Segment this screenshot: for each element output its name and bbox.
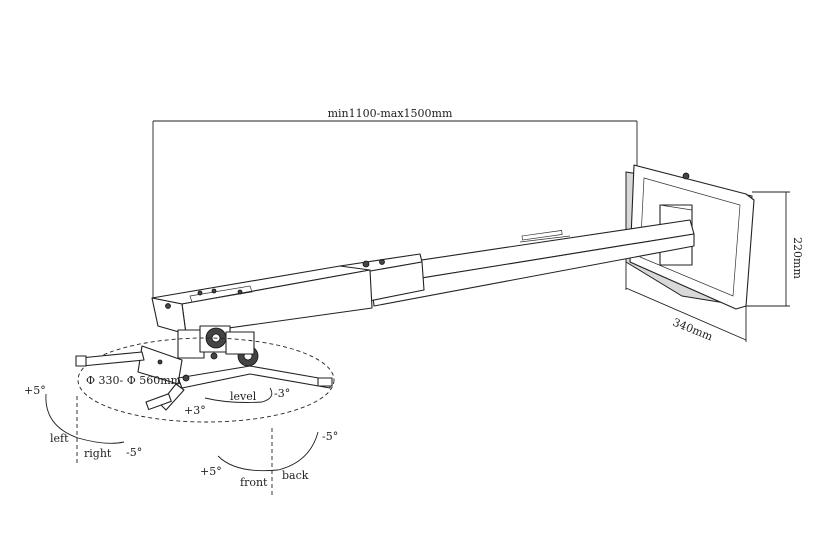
length-label: min1100-max1500mm (328, 107, 453, 120)
right-label: right (84, 447, 112, 460)
pivot-head (177, 325, 259, 367)
telescopic-arm (151, 219, 695, 335)
level-adjustment: level +3° -3° (184, 387, 290, 417)
mount-range-ellipse (77, 337, 335, 423)
back-label: back (282, 469, 309, 482)
front-back-plus-label: +5° (200, 465, 222, 478)
level-label: level (230, 390, 257, 403)
width-label: 340mm (671, 316, 715, 344)
left-right-minus-label: -5° (126, 446, 142, 459)
front-back-adjustment: +5° front back -5° (200, 428, 338, 496)
level-plus-label: +3° (184, 404, 206, 417)
front-back-minus-label: -5° (322, 430, 338, 443)
left-label: left (50, 432, 69, 445)
front-label: front (240, 476, 268, 489)
spider-mount (75, 337, 335, 423)
height-label: 220mm (791, 237, 804, 279)
length-dimension: min1100-max1500mm (152, 107, 638, 300)
mount-diameter-label: Φ 330- Φ 560mm (86, 374, 182, 387)
left-right-plus-label: +5° (24, 384, 46, 397)
left-right-adjustment: +5° left right -5° (24, 384, 142, 466)
level-minus-label: -3° (274, 387, 290, 400)
height-dimension: 220mm (746, 191, 804, 307)
